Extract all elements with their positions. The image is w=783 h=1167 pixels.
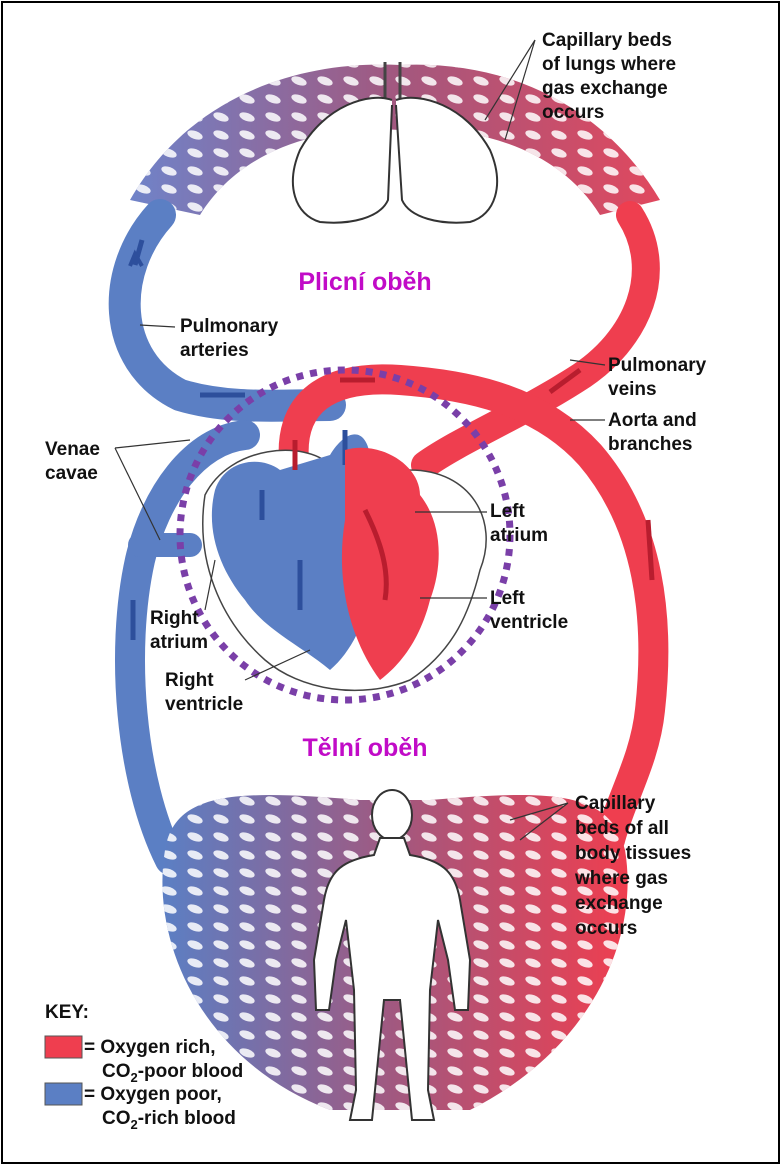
svg-text:of lungs where: of lungs where bbox=[542, 54, 676, 75]
lung-capillary-label: Capillary beds of lungs where gas exchan… bbox=[542, 30, 676, 123]
svg-text:arteries: arteries bbox=[180, 340, 249, 361]
left-atrium-label: Left atrium bbox=[490, 501, 548, 546]
left-ventricle-label: Left ventricle bbox=[490, 588, 568, 633]
key-oxygen-rich-swatch bbox=[45, 1036, 82, 1058]
key-oxygen-rich-line1: = Oxygen rich, bbox=[84, 1037, 215, 1058]
systemic-circulation-title: Tělní oběh bbox=[303, 734, 428, 762]
svg-text:beds of all: beds of all bbox=[575, 818, 669, 839]
venae-cavae-label: Venae cavae bbox=[45, 439, 100, 484]
svg-text:gas exchange: gas exchange bbox=[542, 78, 668, 99]
svg-text:cavae: cavae bbox=[45, 463, 98, 484]
right-ventricle-label: Right ventricle bbox=[165, 670, 243, 715]
key-heading: KEY: bbox=[45, 1002, 89, 1023]
svg-text:ventricle: ventricle bbox=[165, 694, 243, 715]
svg-text:branches: branches bbox=[608, 434, 692, 455]
svg-text:atrium: atrium bbox=[490, 525, 548, 546]
svg-text:exchange: exchange bbox=[575, 893, 663, 914]
svg-text:Capillary beds: Capillary beds bbox=[542, 30, 672, 51]
svg-text:body tissues: body tissues bbox=[575, 843, 691, 864]
pulmonary-veins-label: Pulmonary veins bbox=[608, 355, 707, 400]
svg-text:Pulmonary: Pulmonary bbox=[608, 355, 707, 376]
svg-text:occurs: occurs bbox=[575, 918, 637, 939]
pulmonary-circulation-title: Plicní oběh bbox=[298, 268, 431, 296]
key-oxygen-poor-swatch bbox=[45, 1083, 82, 1105]
svg-text:Right: Right bbox=[165, 670, 214, 691]
key-oxygen-rich-line2: CO2-poor blood bbox=[102, 1061, 243, 1085]
svg-text:Left: Left bbox=[490, 588, 526, 609]
pulmonary-arteries-label: Pulmonary arteries bbox=[180, 316, 279, 361]
svg-text:atrium: atrium bbox=[150, 632, 208, 653]
svg-text:Venae: Venae bbox=[45, 439, 100, 460]
aorta-label: Aorta and branches bbox=[608, 410, 697, 455]
svg-text:Capillary: Capillary bbox=[575, 793, 656, 814]
svg-text:Aorta and: Aorta and bbox=[608, 410, 697, 431]
svg-text:Pulmonary: Pulmonary bbox=[180, 316, 279, 337]
svg-text:veins: veins bbox=[608, 379, 657, 400]
svg-text:occurs: occurs bbox=[542, 102, 604, 123]
key-oxygen-poor-line1: = Oxygen poor, bbox=[84, 1084, 222, 1105]
svg-text:Right: Right bbox=[150, 608, 199, 629]
svg-text:Left: Left bbox=[490, 501, 526, 522]
svg-text:where gas: where gas bbox=[574, 868, 668, 889]
key-oxygen-poor-line2: CO2-rich blood bbox=[102, 1108, 236, 1132]
svg-text:ventricle: ventricle bbox=[490, 612, 568, 633]
